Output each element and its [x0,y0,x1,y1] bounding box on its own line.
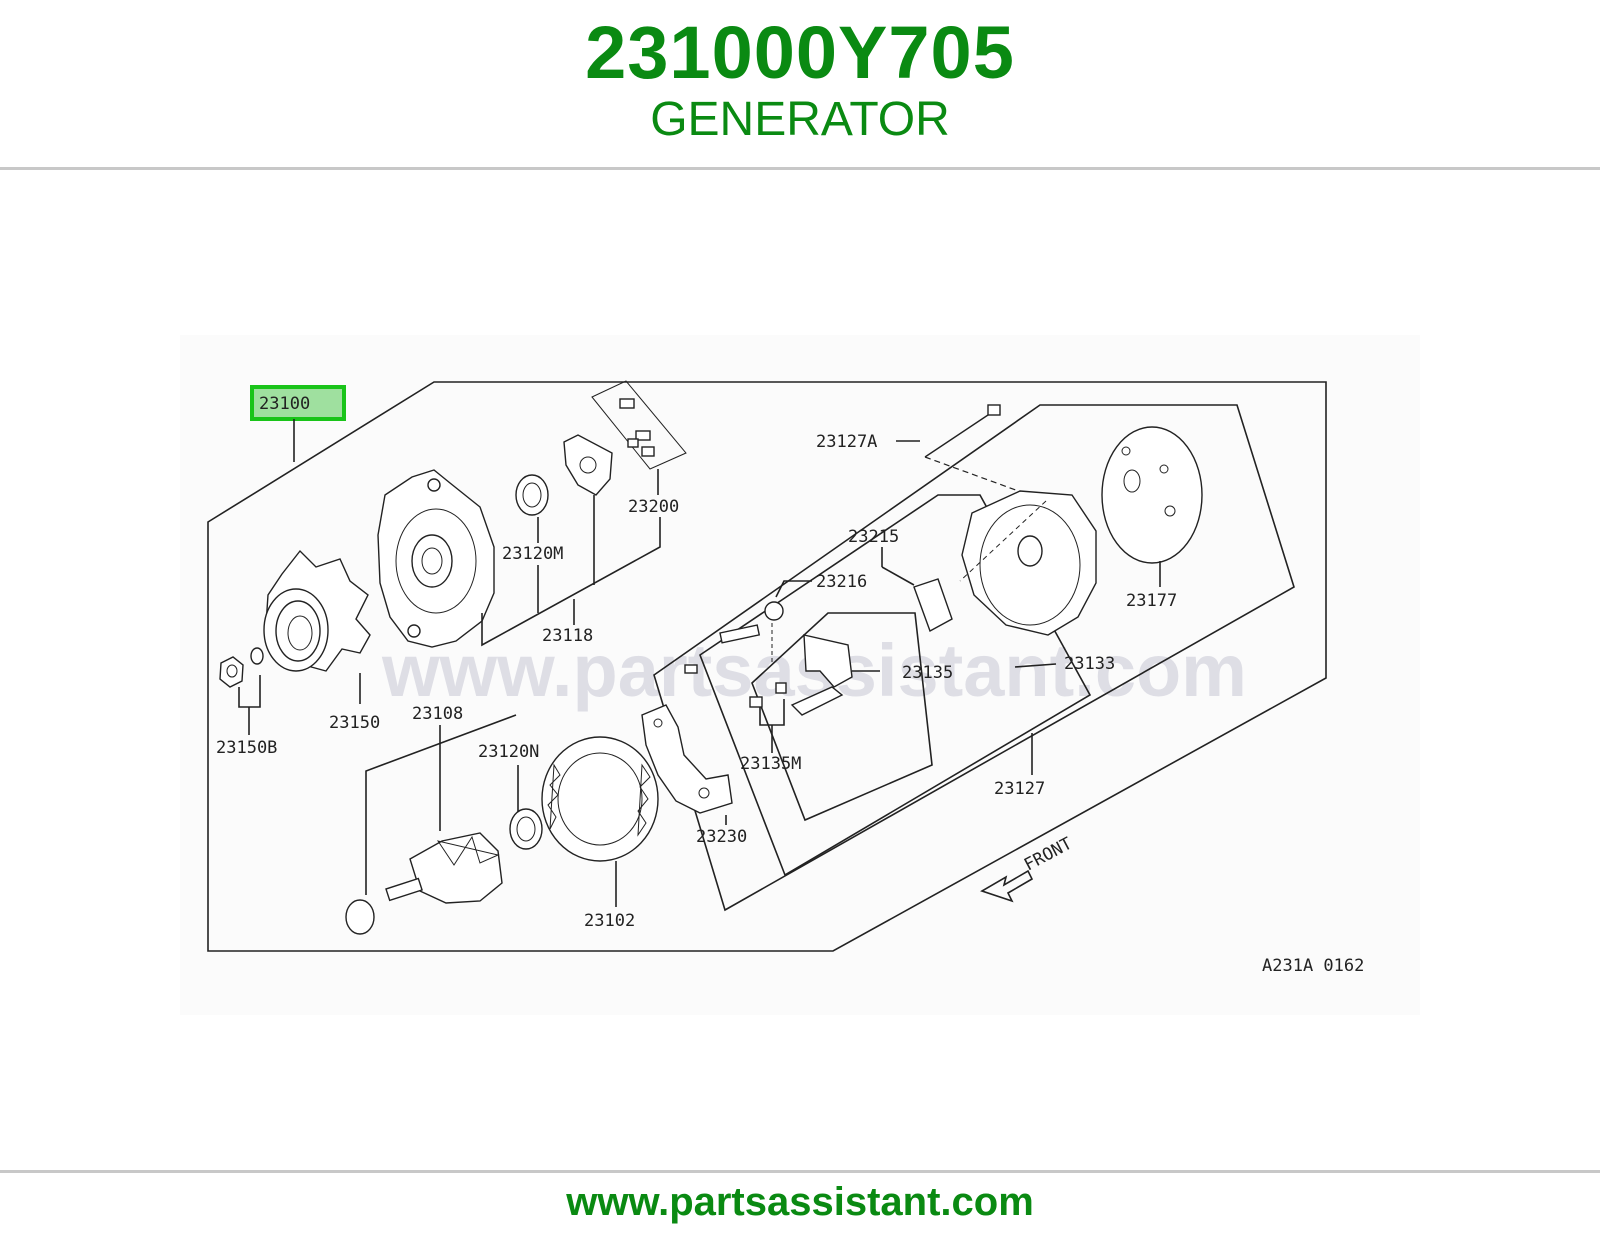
leader-23216 [775,580,812,598]
callout-23216[interactable]: 23216 [816,572,867,592]
rear-assembly-frame [653,404,1295,912]
callout-23200[interactable]: 23200 [628,497,679,517]
fan-pulley-part [263,549,371,672]
figure-code: A231A 0162 [1262,956,1364,976]
front-arrow-icon [980,869,1034,903]
callout-23177[interactable]: 23177 [1126,591,1177,611]
part-name-subtitle: GENERATOR [650,93,950,146]
callout-23127A[interactable]: 23127A [816,432,877,452]
callout-23133[interactable]: 23133 [1064,654,1115,674]
highlight-box-23100[interactable] [250,385,346,421]
bolt-head [987,404,1001,416]
brush-subassembly-frame [751,612,933,822]
rectifier-part [641,704,733,814]
through-bolt-part [924,410,995,458]
assembly-frame [207,381,1327,952]
regulator-part [913,578,953,633]
callout-23215[interactable]: 23215 [848,527,899,547]
housing-dash-guide [959,500,1047,582]
bolt-axis-dash [924,456,1047,502]
front-label: FRONT [1021,834,1076,876]
retainer-plate-part [563,434,613,496]
parts-diagram: www.partsassistant.com 23100 23150 23150 [180,335,1420,1015]
footer-divider [0,1170,1600,1173]
callout-23127[interactable]: 23127 [994,779,1045,799]
callout-23108[interactable]: 23108 [412,704,463,724]
callout-23135M[interactable]: 23135M [740,754,801,774]
page-header: 231000Y705 GENERATOR [0,0,1600,168]
leader-23215-b [881,566,915,586]
leader-23133 [1014,663,1057,668]
brush-holder-part [684,624,853,716]
callout-23120N[interactable]: 23120N [478,742,539,762]
callout-23100[interactable]: 23100 [259,394,310,414]
callout-23230[interactable]: 23230 [696,827,747,847]
nut-washer-part [219,647,264,688]
stator-part [541,736,659,862]
callout-23150[interactable]: 23150 [329,713,380,733]
bracket-23118 [481,517,661,647]
rear-cover-part [1101,426,1203,564]
header-divider [0,167,1600,170]
part-number-title: 231000Y705 [585,11,1015,94]
exploded-view-svg: www.partsassistant.com 23100 23150 23150 [207,380,1364,976]
front-housing-part [377,469,495,648]
bushing-part [345,899,375,935]
bearing-23120M-part [515,474,549,516]
callout-23120M[interactable]: 23120M [502,544,563,564]
bracket-23108 [365,714,517,895]
callout-23150B[interactable]: 23150B [216,738,277,758]
callout-23102[interactable]: 23102 [584,911,635,931]
rear-housing-part [961,490,1097,636]
bearing-23120N-part [509,808,543,850]
screw-kit-part [619,398,655,457]
callout-23118[interactable]: 23118 [542,626,593,646]
terminal-part [764,601,784,621]
callout-23135[interactable]: 23135 [902,663,953,683]
footer-url-link[interactable]: www.partsassistant.com [566,1180,1034,1224]
rotor-part [385,832,503,904]
